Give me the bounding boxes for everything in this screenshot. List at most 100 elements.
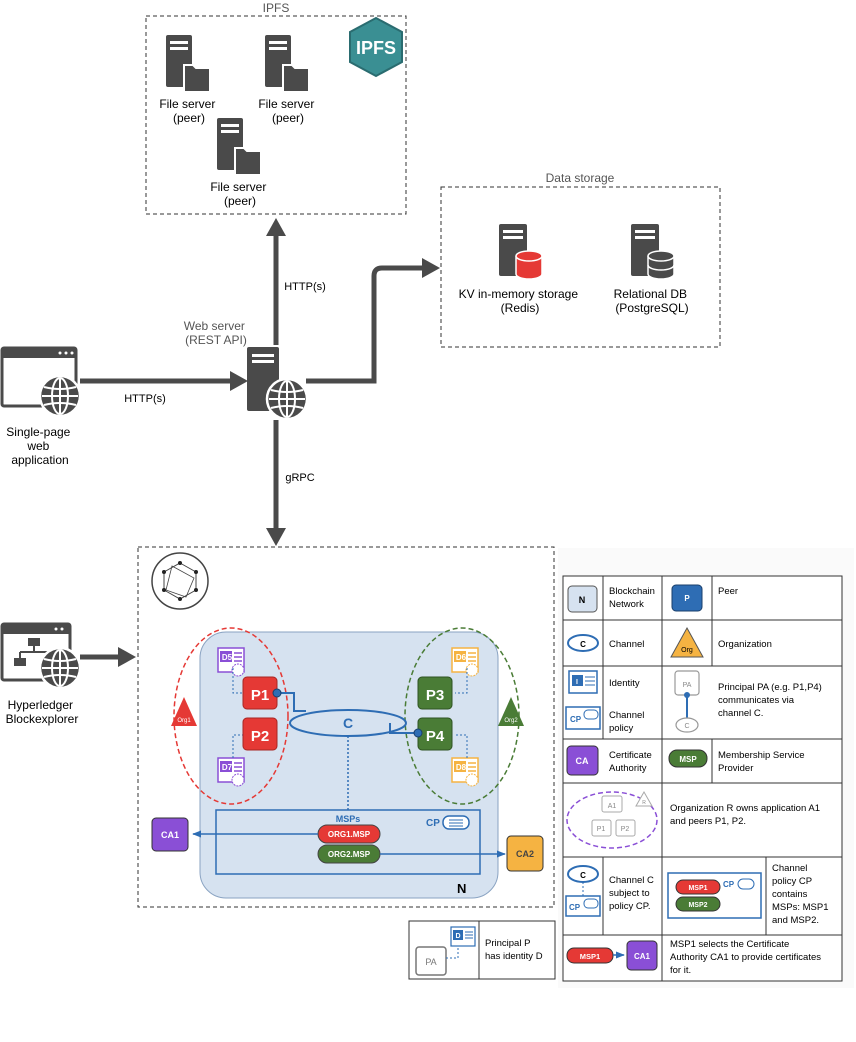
connectors: HTTP(s) HTTP(s) gRPC — [80, 218, 440, 667]
legend-channel-subject-icon: C CP — [565, 865, 601, 917]
peer-p4: P4 — [413, 717, 453, 751]
legend-cpc-msp1: MSP1 — [688, 885, 707, 892]
arrowhead-icon — [230, 371, 248, 391]
postgres-label: Relational DB (PostgreSQL) — [614, 287, 691, 315]
legend-ca-line2: Authority — [609, 763, 647, 774]
legend-cp-line1: Channel — [609, 710, 644, 721]
arrowhead-icon — [266, 528, 286, 546]
legend-own-r: R — [642, 800, 646, 806]
legend-cpc-line4: MSPs: MSP1 — [772, 902, 829, 913]
doc-d8-icon: D8 — [451, 757, 479, 787]
legend-cp-contains-text: Channel policy CP contains MSPs: MSP1 an… — [772, 863, 831, 926]
ca2-label: CA2 — [516, 849, 534, 859]
explorer-label: Hyperledger Blockexplorer — [6, 698, 79, 726]
legend-cp-glyph: CP — [570, 715, 582, 724]
legend-selects-icon: MSP1 CA1 — [566, 940, 658, 971]
arrowhead-icon — [422, 258, 440, 278]
blockchain-network: N Org1 Org2 D5 D7 D6 D8 — [137, 546, 555, 908]
cp-label: CP — [426, 818, 440, 829]
legend-owns-text: Organization R owns application A1 and p… — [670, 803, 823, 827]
legend-cp-text: Channel policy — [609, 710, 647, 734]
msp-org1: ORG1.MSP — [317, 824, 381, 844]
explorer-label-line2: Blockexplorer — [6, 712, 79, 726]
legend-msp-text: Membership Service Provider — [718, 750, 807, 774]
file-server-1-line2: (peer) — [173, 111, 205, 125]
legend-cpc-line5: and MSP2. — [772, 915, 819, 926]
org2-icon: Org2 — [498, 697, 524, 726]
legend-cp-icon: CP — [565, 706, 601, 730]
ipfs-group: IPFS IPFS File server (peer) File server… — [145, 1, 407, 215]
legend-principal-pa: PA — [683, 682, 692, 689]
legend-org-icon: Org — [670, 626, 704, 658]
peer-p1-label: P1 — [251, 687, 269, 704]
ca2: CA2 — [506, 835, 544, 872]
msps-label: MSPs — [336, 814, 361, 824]
legend-msp-line2: Provider — [718, 763, 753, 774]
legend-cpc-cp: CP — [723, 880, 735, 889]
legend-ca-line1: Certificate — [609, 750, 652, 761]
legend-org-glyph: Org — [681, 647, 693, 654]
identity-pa-label: PA — [425, 957, 436, 967]
file-server-2-line2: (peer) — [272, 111, 304, 125]
ipfs-logo-text: IPFS — [356, 38, 396, 58]
spa-label-line1: Single-page — [6, 425, 70, 439]
file-server-2-label: File server (peer) — [258, 97, 317, 125]
legend-ownership-icon: A1 R P1 P2 — [566, 790, 658, 849]
explorer-window-icon — [0, 622, 82, 690]
identity-example-text: Principal P has identity D — [485, 938, 543, 962]
spa-label-line2: web — [26, 439, 49, 453]
webserver-icon — [247, 347, 309, 421]
doc-d7-label: D7 — [222, 763, 233, 772]
org1-label: Org1 — [177, 718, 191, 724]
org2-label: Org2 — [504, 718, 518, 724]
legend-msp-line1: Membership Service — [718, 750, 805, 761]
arrowhead-icon — [118, 647, 136, 667]
peer-p2-label: P2 — [251, 728, 269, 745]
network-outer-box — [137, 546, 555, 908]
postgres-server-icon — [631, 224, 675, 280]
peer-p3-label: P3 — [426, 687, 444, 704]
principal-pa-icon — [415, 946, 447, 976]
redis-server-icon — [499, 224, 543, 280]
file-server-icon — [165, 34, 211, 93]
doc-d8-label: D8 — [456, 763, 467, 772]
legend-network-line1: Blockchain — [609, 586, 655, 597]
identity-text-line2: has identity D — [485, 951, 543, 962]
webserver-label-line2: (REST API) — [185, 333, 247, 347]
peer-p3: P3 — [417, 676, 453, 710]
peer-p4-label: P4 — [426, 728, 445, 745]
legend-sel-ca1: CA1 — [634, 952, 651, 961]
identity-text-line1: Principal P — [485, 938, 530, 949]
org1-boundary — [173, 627, 289, 805]
legend-principal-text: Principal PA (e.g. P1,P4) communicates v… — [718, 682, 825, 719]
redis-label: KV in-memory storage (Redis) — [459, 287, 582, 315]
legend-channel-subject-text: Channel C subject to policy CP. — [609, 875, 657, 912]
file-server-3-line2: (peer) — [224, 194, 256, 208]
legend-peer-text: Peer — [718, 586, 738, 597]
browser-window-icon — [0, 346, 82, 418]
hyperledger-logo-icon — [151, 552, 209, 610]
file-server-3-label: File server (peer) — [210, 180, 269, 208]
file-server-1-label: File server (peer) — [159, 97, 218, 125]
legend-network-icon: N — [567, 585, 598, 613]
spa-http-label: HTTP(s) — [124, 393, 166, 405]
msp-org1-label: ORG1.MSP — [328, 830, 371, 839]
d6-link — [455, 668, 468, 694]
identity-doc-icon: D — [450, 926, 476, 947]
ca1: CA1 — [151, 817, 189, 852]
identity-d-label: D — [455, 933, 460, 940]
legend-cpc-msp2: MSP2 — [688, 902, 707, 909]
postgres-label-line1: Relational DB — [614, 287, 687, 301]
channel-policy-box — [215, 809, 481, 875]
peer-p2: P2 — [242, 717, 278, 751]
peer-p1: P1 — [242, 676, 282, 710]
legend-own-p2: P2 — [621, 826, 630, 833]
p1-channel-link — [276, 692, 306, 712]
legend-principal-c: C — [684, 723, 689, 730]
legend-identity-icon: I — [568, 670, 598, 694]
ipfs-logo-icon: IPFS — [349, 16, 403, 78]
explorer-label-line1: Hyperledger — [8, 698, 73, 712]
legend-sel-line2: Authority CA1 to provide certificates — [670, 952, 821, 963]
doc-d7-icon: D7 — [217, 757, 245, 787]
legend-ca-icon: CA — [566, 745, 599, 776]
